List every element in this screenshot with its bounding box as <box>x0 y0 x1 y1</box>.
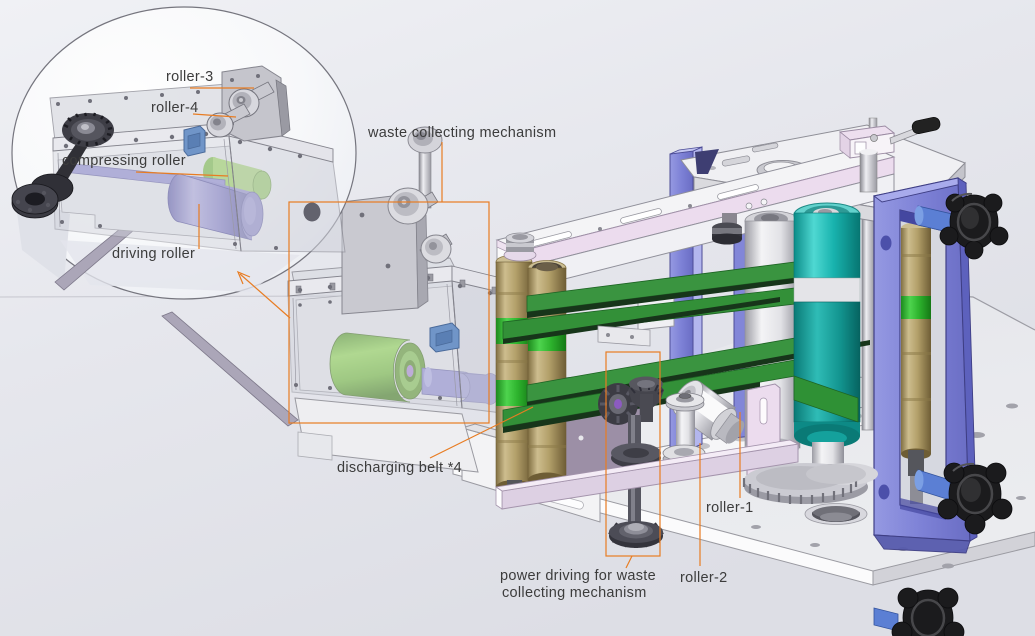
svg-text:roller-2: roller-2 <box>680 570 728 586</box>
svg-text:roller-1: roller-1 <box>706 500 754 516</box>
svg-text:driving roller: driving roller <box>112 246 195 262</box>
svg-text:waste collecting mechanism: waste collecting mechanism <box>367 125 556 141</box>
svg-text:compressing roller: compressing roller <box>62 153 186 169</box>
svg-text:discharging belt *4: discharging belt *4 <box>337 460 462 476</box>
svg-text:power driving for waste: power driving for waste <box>500 568 656 584</box>
svg-text:roller-4: roller-4 <box>151 100 199 116</box>
svg-text:roller-3: roller-3 <box>166 69 214 85</box>
svg-text:collecting mechanism: collecting mechanism <box>502 585 647 601</box>
